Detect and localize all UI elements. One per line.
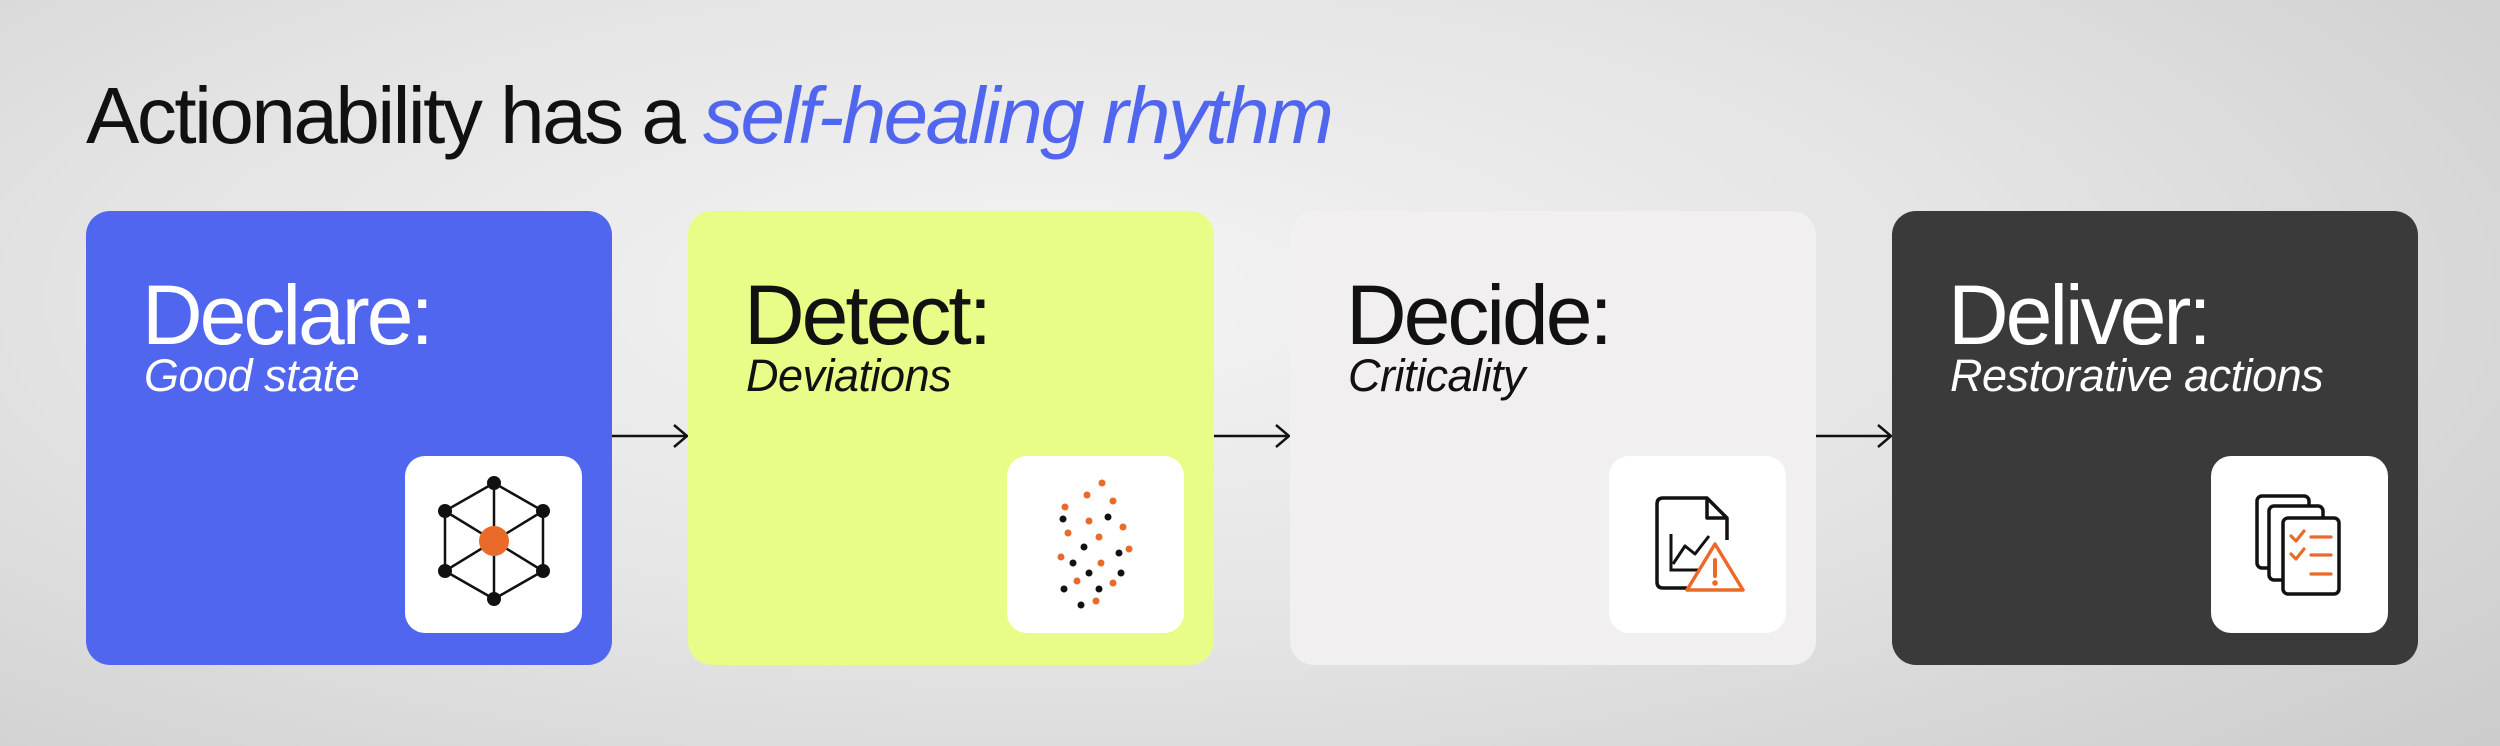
flow-arrow (612, 424, 689, 448)
step-subtitle: Good state (144, 350, 360, 401)
step-title: Detect: (744, 268, 992, 362)
step-subtitle: Restorative actions (1950, 350, 2324, 401)
scatter-dots-icon (1057, 479, 1132, 608)
icon-box (2211, 456, 2388, 633)
flow-arrow (1816, 424, 1893, 448)
step-title: Decide: (1346, 268, 1613, 362)
icon-box (1007, 456, 1184, 633)
step-card-detect: Detect: Deviations (688, 211, 1214, 665)
step-title: Deliver: (1948, 268, 2212, 362)
flow-arrow (1214, 424, 1291, 448)
step-card-decide: Decide: Criticality (1290, 211, 1816, 665)
step-title: Declare: (142, 268, 434, 362)
icon-box (1609, 456, 1786, 633)
headline-accent: self-healing rhythm (703, 71, 1334, 160)
step-card-deliver: Deliver: Restorative actions (1892, 211, 2418, 665)
step-subtitle: Criticality (1348, 350, 1526, 401)
network-cube-icon (437, 475, 550, 606)
checklist-stack-icon (2254, 493, 2341, 596)
headline: Actionability has a self-healing rhythm (86, 71, 1334, 160)
icon-box (405, 456, 582, 633)
step-subtitle: Deviations (746, 350, 952, 401)
headline-prefix: Actionability has a (86, 71, 686, 160)
step-card-declare: Declare: Good state (86, 211, 612, 665)
chart-warning-icon (1654, 495, 1745, 592)
